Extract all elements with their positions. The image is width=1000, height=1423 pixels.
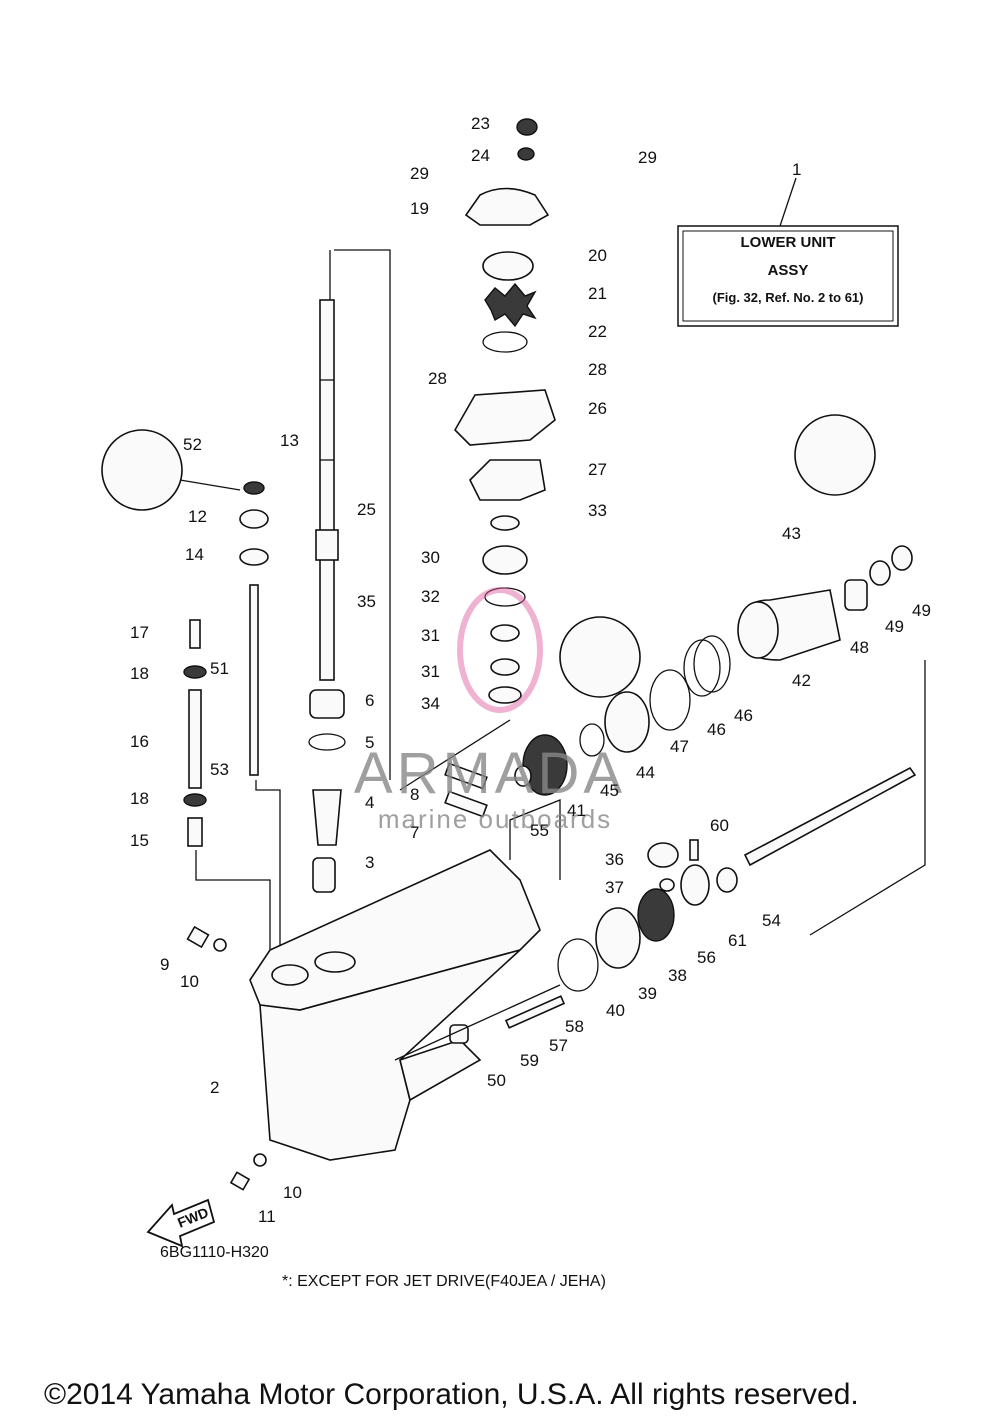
- callout-label: 53: [210, 760, 229, 779]
- fwd-arrow-icon: FWD: [146, 1198, 216, 1248]
- sleeve-bearings: [308, 689, 488, 893]
- assembly-box: LOWER UNIT ASSY (Fig. 32, Ref. No. 2 to …: [677, 177, 899, 327]
- callout-label: 14: [185, 545, 204, 564]
- callout-label: 48: [850, 638, 869, 657]
- callout-label: 15: [130, 831, 149, 850]
- callout-label: 31: [421, 662, 440, 681]
- callout-label: 27: [588, 460, 607, 479]
- drawing-code: 6BG1110-H320: [160, 1244, 269, 1261]
- callout-label: 42: [792, 671, 811, 690]
- callout-label: 46: [734, 706, 753, 725]
- callout-label: 50: [487, 1071, 506, 1090]
- callout-label: 29: [410, 164, 429, 183]
- callout-label: 24: [471, 146, 490, 165]
- callout-label: 43: [782, 524, 801, 543]
- callout-label: 2: [210, 1078, 219, 1097]
- callout-label: 36: [605, 850, 624, 869]
- callout-label: 6: [365, 691, 374, 710]
- callout-label: 40: [606, 1001, 625, 1020]
- callout-label: 5: [365, 733, 374, 752]
- callout-label: 13: [280, 431, 299, 450]
- shift-rod: [249, 584, 281, 985]
- callout-label: 12: [188, 507, 207, 526]
- watermark: ARMADA marine outboards: [354, 587, 626, 834]
- callout-label: 44: [636, 763, 655, 782]
- callout-label: 11: [258, 1207, 276, 1226]
- callout-label: 20: [588, 246, 607, 265]
- watermark-brand: ARMADA: [354, 741, 626, 806]
- callout-label: 21: [588, 284, 607, 303]
- callout-label: 8: [410, 785, 419, 804]
- callout-label: 25: [357, 500, 376, 519]
- callout-label: 35: [357, 592, 376, 611]
- callout-label: 46: [707, 720, 726, 739]
- water-pump: [454, 118, 641, 704]
- callout-label: 61: [728, 931, 747, 950]
- callout-label: 28: [428, 369, 447, 388]
- callout-label: 10: [180, 972, 199, 991]
- callout-label: 58: [565, 1017, 584, 1036]
- callout-label: 16: [130, 732, 149, 751]
- callout-label: 30: [421, 548, 440, 567]
- callout-label: 22: [588, 322, 607, 341]
- callout-label: 39: [638, 984, 657, 1003]
- callout-label: 38: [668, 966, 687, 985]
- lower-case: [249, 849, 541, 1161]
- watermark-tagline: marine outboards: [378, 804, 612, 834]
- callout-label: 54: [762, 911, 781, 930]
- callout-label: 10: [283, 1183, 302, 1202]
- callout-label: 52: [183, 435, 202, 454]
- callout-label: 51: [210, 659, 229, 678]
- callout-label: 19: [410, 199, 429, 218]
- copyright-notice: ©2014 Yamaha Motor Corporation, U.S.A. A…: [44, 1378, 859, 1411]
- callout-label: 4: [365, 793, 374, 812]
- callout-label: 1: [792, 160, 801, 179]
- callout-label: 49: [885, 617, 904, 636]
- callout-labels: 1 2 3 4 5 6 7 8 9 10 10 11 12 13 14 15 1…: [130, 114, 931, 1226]
- callout-label: 41: [567, 801, 586, 820]
- assembly-box-line3: (Fig. 32, Ref. No. 2 to 61): [713, 290, 864, 305]
- callout-label: 31: [421, 626, 440, 645]
- callout-label: 45: [600, 781, 619, 800]
- assembly-box-line1: LOWER UNIT: [741, 234, 836, 251]
- left-parts: [101, 429, 271, 985]
- assembly-box-line2: ASSY: [768, 262, 809, 279]
- callout-label: 34: [421, 694, 440, 713]
- callout-label: 9: [160, 955, 169, 974]
- gears-prop-shaft: [394, 660, 926, 1061]
- drive-shaft: [315, 249, 391, 780]
- drain-screws: [186, 925, 267, 1191]
- callout-label: 32: [421, 587, 440, 606]
- callout-label: 47: [670, 737, 689, 756]
- callout-label: 57: [549, 1036, 568, 1055]
- callout-label: 18: [130, 664, 149, 683]
- callout-label: 55: [530, 821, 549, 840]
- callout-label: 28: [588, 360, 607, 379]
- callout-label: 3: [365, 853, 374, 872]
- callout-label: 29: [638, 148, 657, 167]
- callout-label: 7: [410, 823, 419, 842]
- callout-label: 18: [130, 789, 149, 808]
- prop-shaft-housing: [399, 414, 913, 791]
- callout-label: 59: [520, 1051, 539, 1070]
- callout-label: 56: [697, 948, 716, 967]
- callout-label: 37: [605, 878, 624, 897]
- callout-label: 23: [471, 114, 490, 133]
- callout-label: 33: [588, 501, 607, 520]
- callout-label: 17: [130, 623, 149, 642]
- callout-label: 49: [912, 601, 931, 620]
- callout-label: 60: [710, 816, 729, 835]
- footnote: *: EXCEPT FOR JET DRIVE(F40JEA / JEHA): [282, 1273, 606, 1290]
- callout-label: 26: [588, 399, 607, 418]
